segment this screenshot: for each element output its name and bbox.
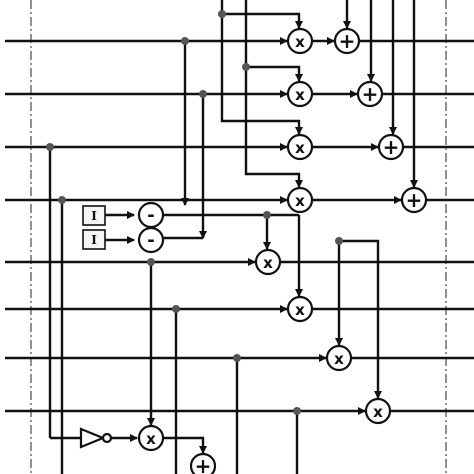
feed-x4 (244, 67, 303, 188)
junction-dot (293, 407, 301, 415)
junction-dot (218, 10, 226, 18)
add-symbol: + (195, 454, 212, 474)
multiplier-node: x (286, 295, 314, 323)
junction-dot (58, 196, 66, 204)
feed-x2 (244, 0, 303, 82)
multiply-symbol: x (263, 254, 273, 272)
multiplier-node: x (137, 424, 165, 452)
junction-dot (181, 37, 189, 45)
junction-dot (233, 354, 241, 362)
multiply-symbol: x (373, 403, 383, 421)
identity-block-2: I (82, 229, 106, 250)
multiply-symbol: x (295, 192, 305, 210)
junction-dot (172, 305, 180, 313)
multiply-symbol: x (334, 350, 344, 368)
vertical-feeds-upper (220, 0, 418, 188)
adder-node: + (377, 133, 405, 161)
subtract-symbol: - (147, 205, 154, 226)
junction-dots (46, 10, 343, 415)
adder-node: + (189, 452, 217, 474)
multiplier-node: x (325, 344, 353, 372)
junction-dot (46, 143, 54, 151)
multiply-symbol: x (146, 430, 156, 448)
multiplier-node: x (364, 397, 392, 425)
add-symbol: + (406, 188, 423, 212)
add-symbol: + (339, 29, 356, 53)
x9-to-plus5 (164, 436, 207, 454)
inverter (79, 427, 113, 449)
add-symbol: + (362, 82, 379, 106)
multiplier-node: x (286, 27, 314, 55)
multiply-symbol: x (295, 139, 305, 157)
adder-node: + (400, 186, 428, 214)
add-symbol: + (383, 135, 400, 159)
junction-dot (242, 63, 250, 71)
junction-dot (199, 90, 207, 98)
identity-block-1: I (82, 205, 106, 226)
junction-dot (147, 258, 155, 266)
multiplier-node: x (254, 248, 282, 276)
feed-x1 (220, 0, 303, 29)
feed-x8 (339, 239, 382, 399)
junction-dot (335, 237, 343, 245)
multiplier-node: x (286, 80, 314, 108)
multiply-symbol: x (295, 33, 305, 51)
adder-node: + (333, 27, 361, 55)
feed-x3 (220, 14, 303, 135)
adder-node: + (356, 80, 384, 108)
multiplier-node: x (286, 186, 314, 214)
horizontal-rails (5, 37, 474, 415)
multiply-symbol: x (295, 86, 305, 104)
identity-label-1: I (91, 209, 97, 223)
multiplier-node: x (286, 133, 314, 161)
junction-dot (263, 211, 271, 219)
subtractor-node: - (137, 226, 165, 254)
multiply-symbol: x (295, 301, 305, 319)
identity-label-2: I (91, 233, 97, 247)
subtractor-node: - (137, 201, 165, 229)
subtract-symbol: - (147, 230, 154, 251)
